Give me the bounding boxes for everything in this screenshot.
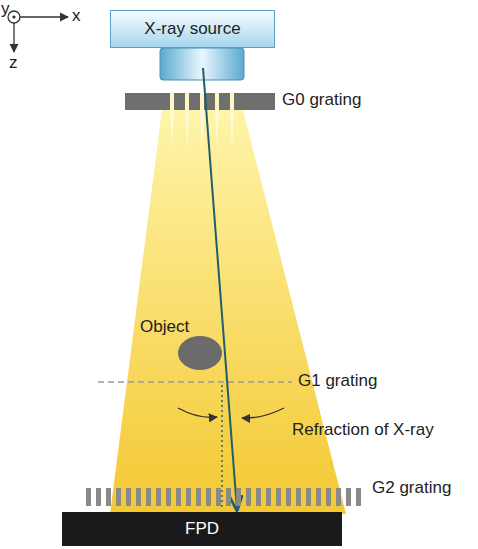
g2-grating	[86, 488, 361, 506]
refraction-arrow	[242, 408, 284, 418]
part-label: Refraction of X-ray	[292, 421, 434, 440]
axis-label: z	[9, 54, 18, 73]
source-box: X-ray source	[110, 10, 275, 48]
part-label: Object	[140, 318, 189, 337]
part-label: G0 grating	[282, 91, 361, 110]
refraction-arrow	[178, 408, 217, 417]
reference-line	[221, 385, 222, 510]
object-shape	[178, 336, 222, 370]
axes	[8, 11, 68, 52]
g1-grating-line	[98, 381, 292, 382]
x-ray-beam	[110, 110, 346, 514]
node-label: FPD	[185, 520, 219, 539]
detector-box: FPD	[62, 512, 342, 546]
axis-label: x	[72, 7, 81, 26]
tube-window	[160, 48, 244, 80]
part-label: G2 grating	[372, 479, 451, 498]
axis-label: y	[1, 0, 10, 19]
g0-grating	[125, 93, 275, 150]
refracted-ray	[203, 68, 237, 510]
part-label: G1 grating	[298, 372, 377, 391]
node-label: X-ray source	[144, 20, 240, 39]
